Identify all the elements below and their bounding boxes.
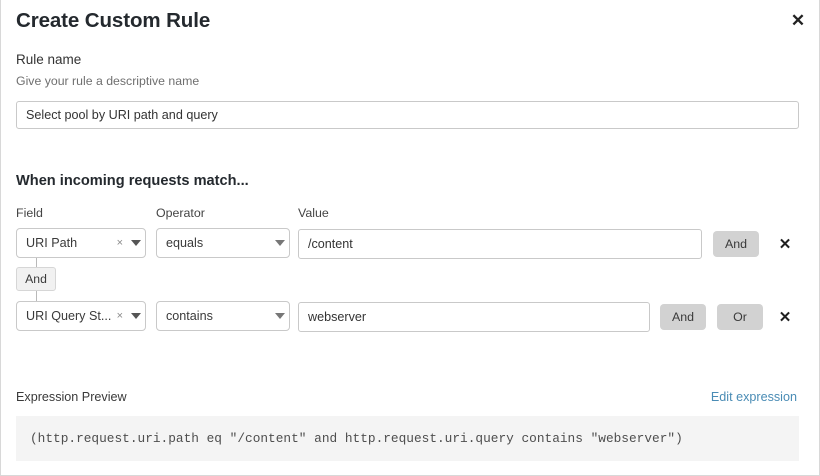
operator-select-1-value: equals xyxy=(166,236,204,250)
column-header-field: Field xyxy=(16,206,43,220)
value-input-2[interactable] xyxy=(298,302,650,332)
expression-preview-label: Expression Preview xyxy=(16,390,127,404)
field-select-2-value: URI Query St... xyxy=(26,309,112,323)
connector-line-top xyxy=(36,258,37,267)
page-title: Create Custom Rule xyxy=(16,9,211,32)
field-select-1-value: URI Path xyxy=(26,236,78,250)
chevron-down-icon[interactable] xyxy=(271,240,289,246)
rule-name-input[interactable] xyxy=(16,101,799,129)
condition-row: URI Path × equals xyxy=(1,228,820,260)
operator-select-2[interactable]: contains xyxy=(156,301,290,331)
chevron-down-icon[interactable] xyxy=(127,240,145,246)
connector-badge-and[interactable]: And xyxy=(16,267,56,291)
delete-icon[interactable]: ✕ xyxy=(778,309,792,326)
clear-icon[interactable]: × xyxy=(116,236,123,249)
chevron-down-icon[interactable] xyxy=(127,313,145,319)
operator-select-1[interactable]: equals xyxy=(156,228,290,258)
column-header-value: Value xyxy=(298,206,329,220)
expression-preview-box: (http.request.uri.path eq "/content" and… xyxy=(16,416,799,461)
rule-name-help-text: Give your rule a descriptive name xyxy=(16,74,200,88)
chevron-down-icon[interactable] xyxy=(271,313,289,319)
connector-line-bottom xyxy=(36,291,37,301)
expression-preview-text: (http.request.uri.path eq "/content" and… xyxy=(30,431,683,446)
rule-name-label: Rule name xyxy=(16,52,82,67)
value-input-1[interactable] xyxy=(298,229,702,259)
clear-icon[interactable]: × xyxy=(116,309,123,322)
condition-row: URI Query St... × contains xyxy=(1,301,820,333)
and-button-2[interactable]: And xyxy=(660,304,706,330)
close-icon[interactable]: ✕ xyxy=(790,10,806,30)
edit-expression-link[interactable]: Edit expression xyxy=(710,390,797,404)
or-button-2[interactable]: Or xyxy=(717,304,763,330)
field-select-2[interactable]: URI Query St... × xyxy=(16,301,146,331)
delete-icon[interactable]: ✕ xyxy=(778,236,792,253)
match-section-title: When incoming requests match... xyxy=(16,173,249,189)
and-button-1[interactable]: And xyxy=(713,231,759,257)
column-header-operator: Operator xyxy=(156,206,205,220)
field-select-1[interactable]: URI Path × xyxy=(16,228,146,258)
operator-select-2-value: contains xyxy=(166,309,213,323)
